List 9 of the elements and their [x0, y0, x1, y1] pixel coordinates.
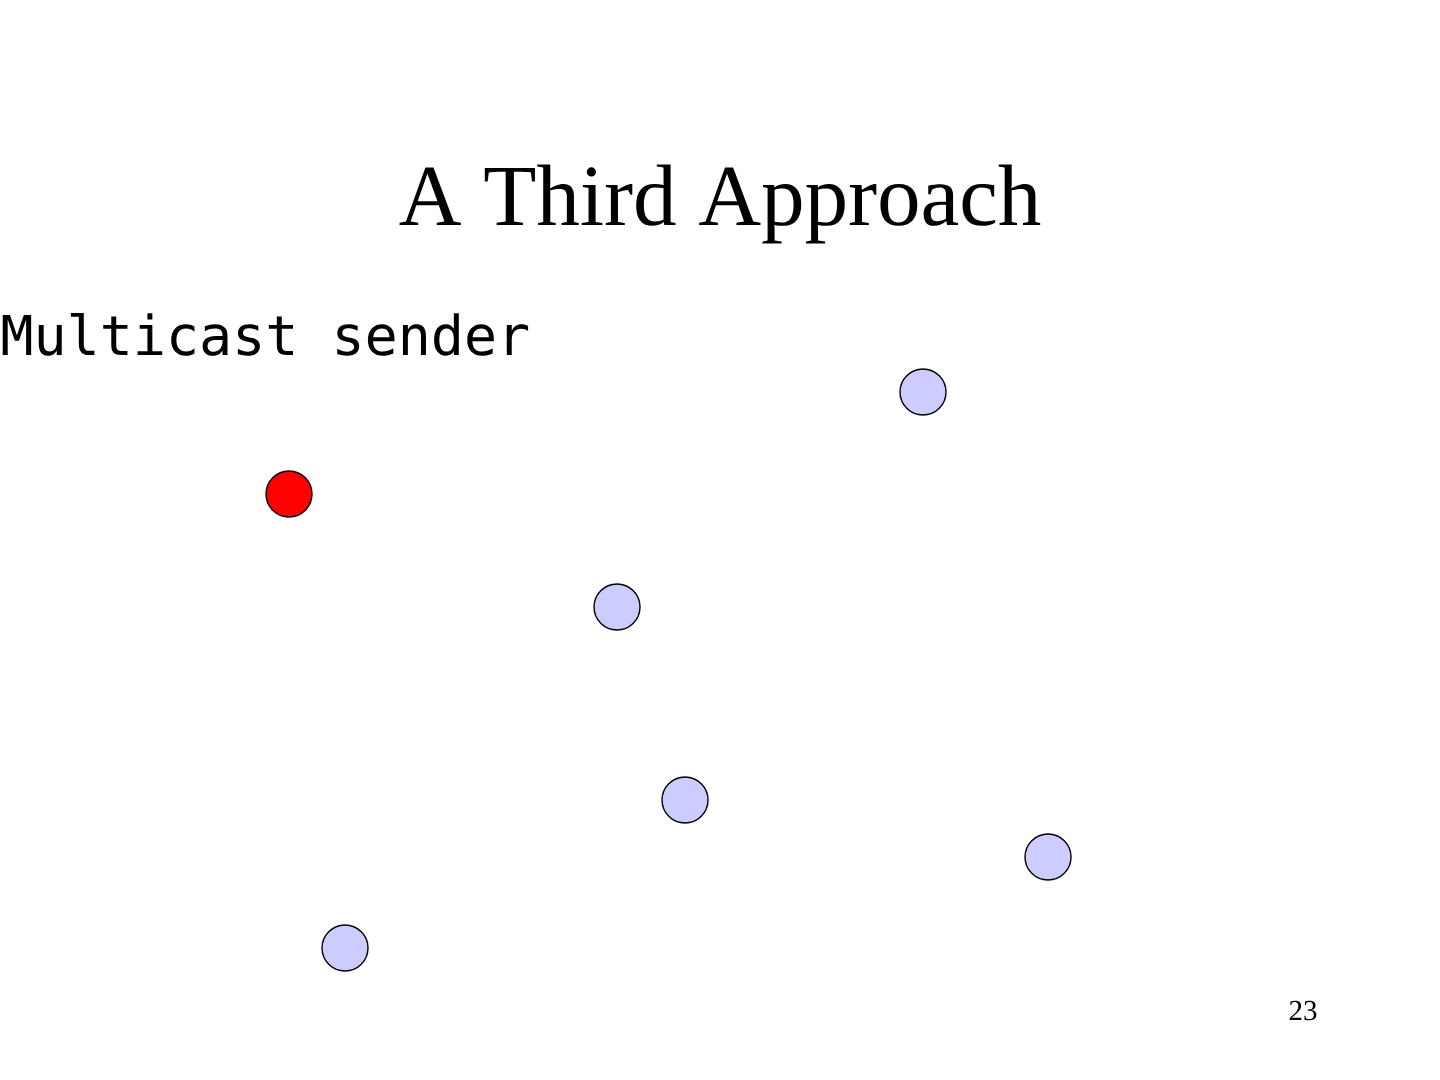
page-number: 23	[1289, 1000, 1317, 1021]
page-title: A Third Approach	[399, 164, 1041, 244]
receiver-circle	[321, 924, 369, 972]
sender-circle	[265, 470, 313, 518]
receiver-circle	[661, 776, 709, 824]
receiver-circle	[593, 583, 641, 631]
receiver-circle	[899, 368, 947, 416]
receiver-circle	[1024, 833, 1072, 881]
sender-label: Multicast sender	[2, 312, 529, 356]
